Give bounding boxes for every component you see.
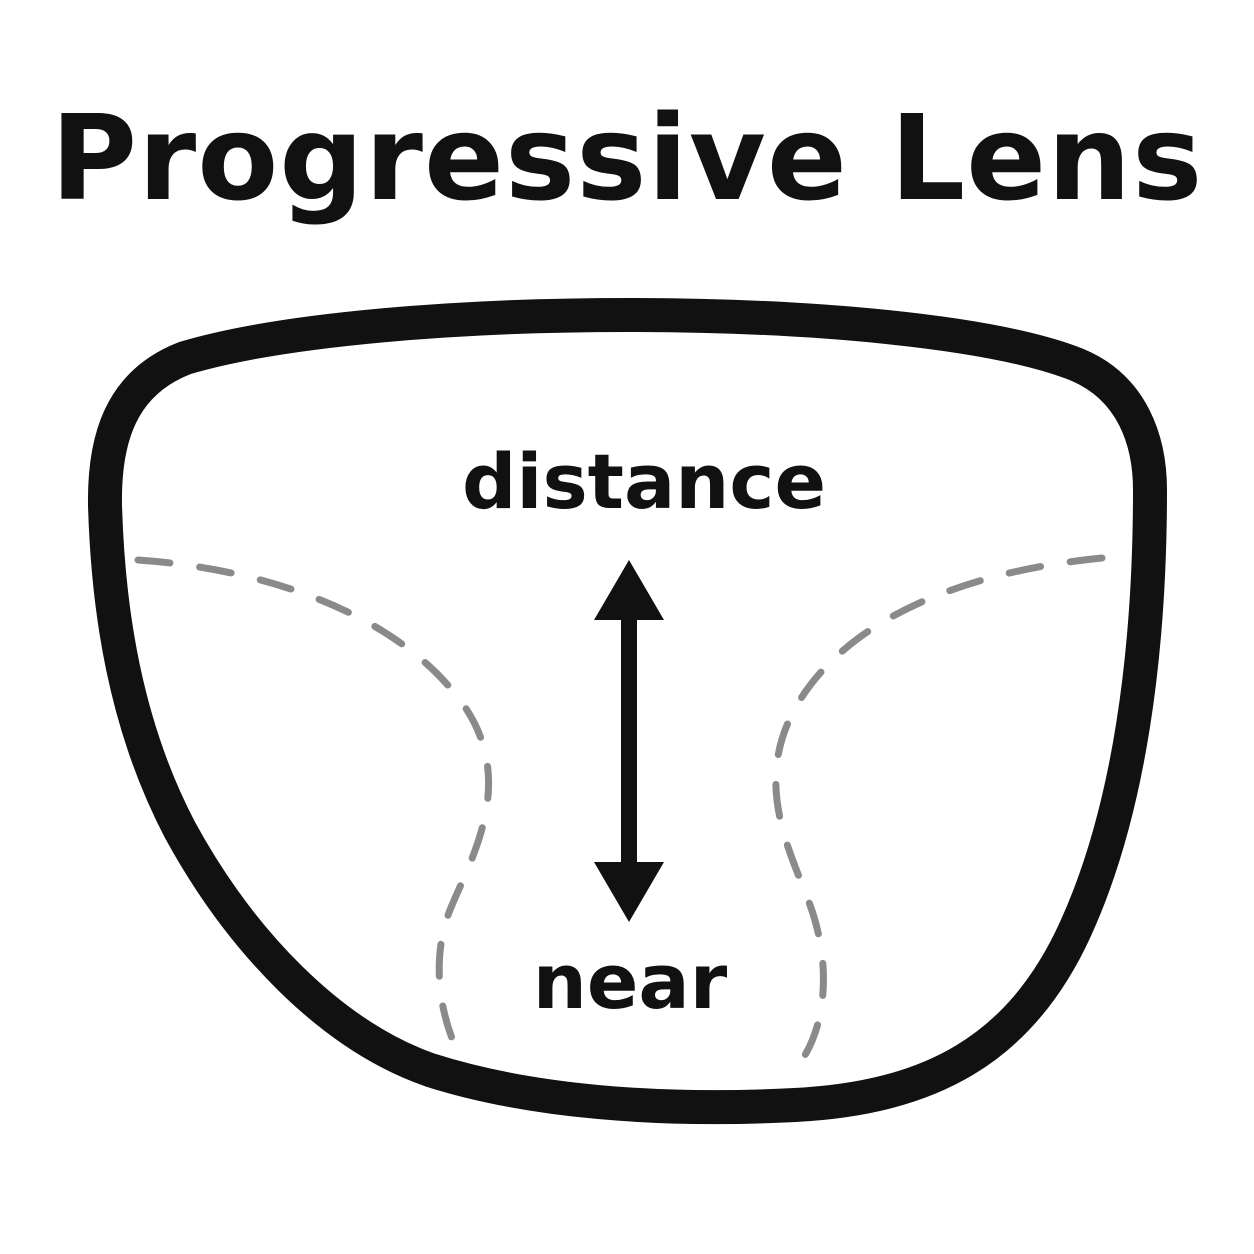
right-corridor-boundary (772, 554, 1106, 1064)
arrow-shaft (621, 610, 637, 882)
arrow-head-down (594, 862, 664, 922)
arrow-head-up (594, 560, 664, 620)
near-label: near (533, 937, 728, 1026)
left-corridor-boundary (134, 556, 492, 1064)
lens-frame-outline (87, 297, 1167, 1125)
diagram-title: Progressive Lens (50, 89, 1204, 227)
distance-near-arrow (594, 560, 664, 922)
distance-label: distance (462, 437, 826, 526)
